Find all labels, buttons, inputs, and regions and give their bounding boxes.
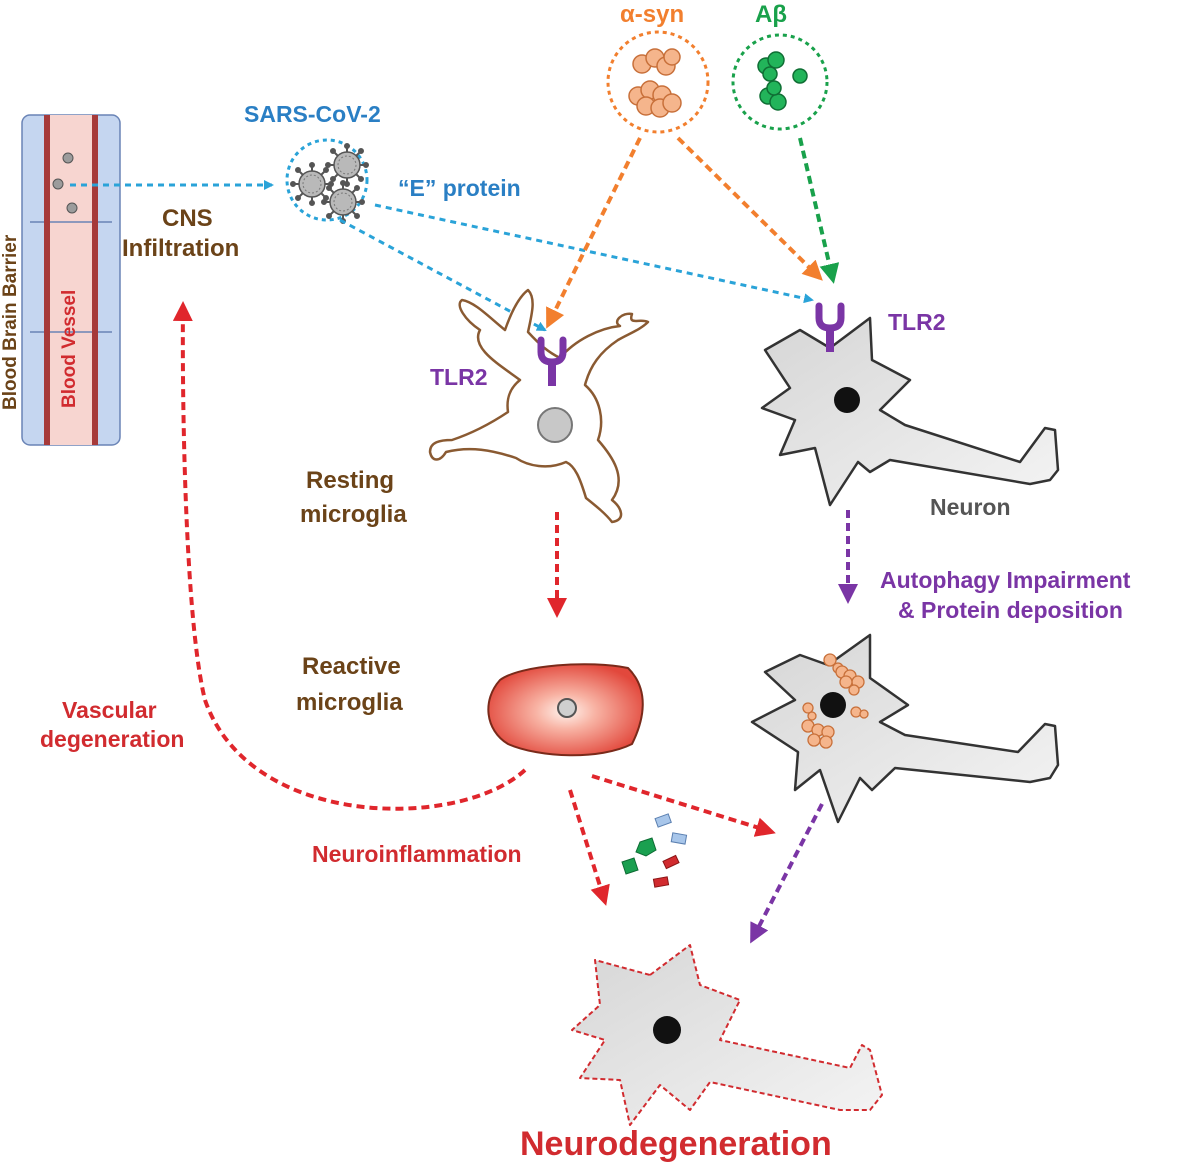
neuron-nucleus (834, 387, 860, 413)
degenerating-neuron-nucleus (653, 1016, 681, 1044)
impaired-neuron-cell (750, 633, 1060, 824)
resting-microglia-label-line1: Resting (306, 467, 394, 494)
virus-particle-icon (321, 180, 365, 224)
resting-microglia-label-line2: microglia (300, 501, 407, 528)
alpha-syn-circle (606, 30, 710, 134)
neuron-cell (760, 316, 1060, 507)
neurodegeneration-title: Neurodegeneration (520, 1125, 832, 1163)
resting-microglia-cell (428, 288, 650, 524)
autophagy-label-line2: & Protein deposition (898, 597, 1123, 623)
virus-particle-icon (325, 143, 369, 187)
degenerating-neuron-cell (571, 944, 883, 1126)
sars-to-neuron-arrow (374, 203, 814, 304)
neuroinflammation-label: Neuroinflammation (312, 841, 522, 867)
alpha-syn-label: α-syn (620, 1, 684, 28)
cns-infiltration-label-line2: Infiltration (122, 235, 239, 262)
neuron-to-neurodegeneration-arrow (750, 803, 824, 944)
reactive-microglia-label-line2: microglia (296, 689, 403, 716)
blood-brain-barrier-label: Blood Brain Barrier (0, 234, 21, 410)
microglia-nucleus (537, 407, 573, 443)
sars-to-microglia-arrow (339, 218, 547, 332)
cytokines-icon (621, 813, 688, 888)
e-protein-label: “E” protein (398, 175, 521, 201)
neuron-label: Neuron (930, 494, 1011, 520)
a-beta-circle (731, 33, 829, 131)
a-beta-to-neuron-arrow (798, 137, 840, 284)
sars-cov-2-circle (285, 138, 369, 222)
a-beta-aggregate-icon (757, 51, 808, 111)
alpha-syn-to-neuron-arrow (676, 136, 823, 281)
alpha-syn-aggregate-icon (628, 48, 682, 118)
blood-vessel-graphic (21, 114, 121, 446)
reactive-to-neurodegeneration-arrow (568, 789, 610, 906)
reactive-microglia-nucleus (557, 698, 577, 718)
neuron-tlr2-label: TLR2 (888, 309, 946, 335)
virus-particle-icon (290, 162, 334, 206)
blood-vessel-label: Blood Vessel (59, 290, 80, 408)
alpha-syn-to-microglia-arrow (546, 137, 642, 329)
microglia-tlr2-label: TLR2 (430, 364, 488, 390)
protein-deposit-icon (801, 653, 869, 749)
reactive-to-neuron-arrow (591, 774, 776, 837)
a-beta-label: Aβ (755, 1, 787, 28)
vascular-degeneration-label-line2: degeneration (40, 726, 184, 752)
reactive-microglia-label-line1: Reactive (302, 653, 401, 680)
sars-cov-2-label: SARS-CoV-2 (244, 101, 381, 127)
vascular-degeneration-label-line1: Vascular (62, 697, 157, 723)
vascular-degeneration-arrow (172, 301, 527, 811)
autophagy-label-line1: Autophagy Impairment (880, 567, 1131, 593)
cns-infiltration-label-line1: CNS (162, 205, 213, 232)
impaired-neuron-nucleus (820, 692, 846, 718)
